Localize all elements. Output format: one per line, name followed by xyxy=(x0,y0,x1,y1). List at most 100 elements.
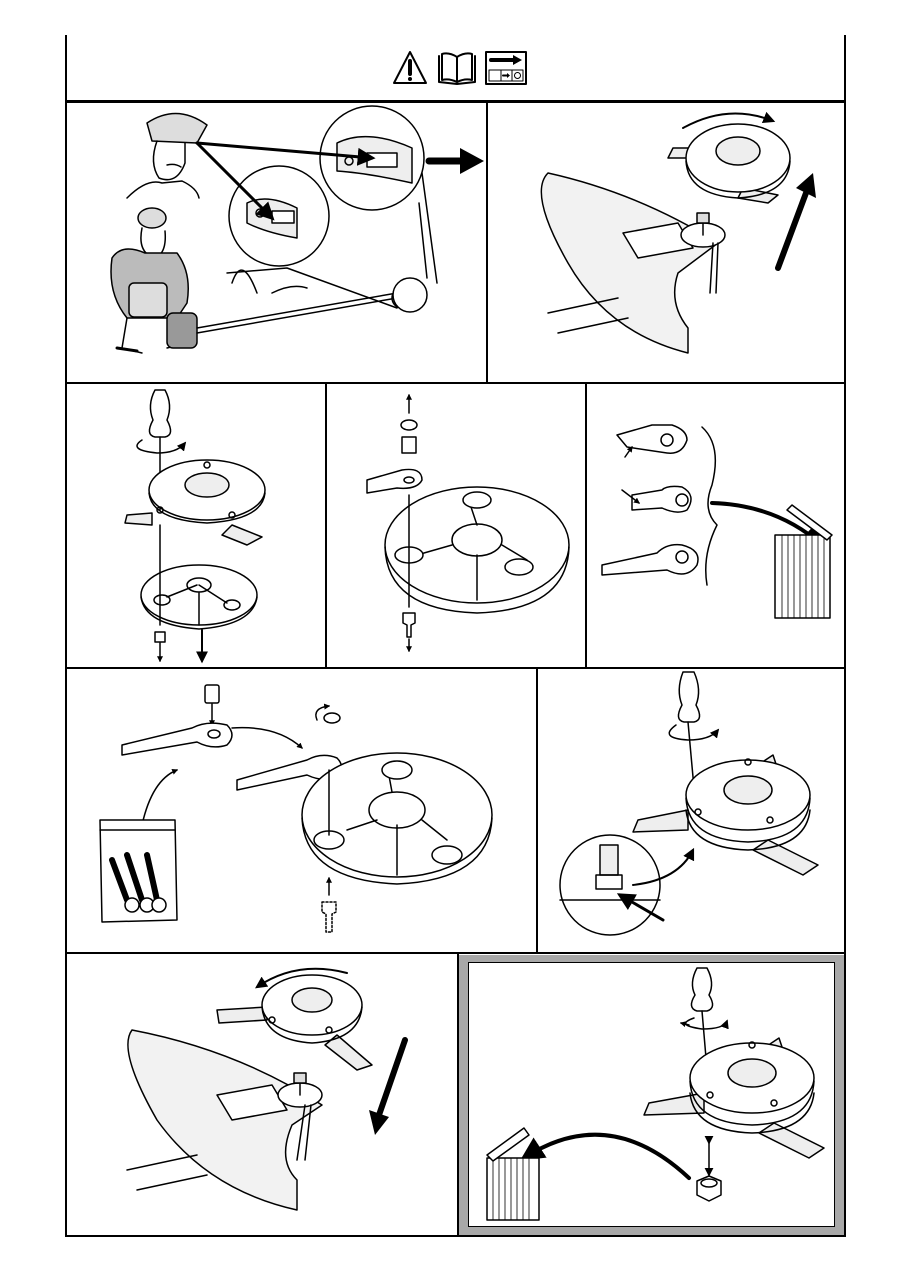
illustration-stroke xyxy=(431,845,463,865)
illustration-stroke xyxy=(141,769,179,826)
panel-inspect-blade-guard xyxy=(67,103,486,382)
illustration-stroke xyxy=(621,489,640,504)
panel-discard-worn-blades xyxy=(587,385,844,667)
illustration-stroke xyxy=(228,511,236,519)
rotate-arrow-icon xyxy=(668,724,720,741)
illustration-stroke xyxy=(156,506,164,514)
illustration-stroke xyxy=(324,1034,373,1071)
illustration-stroke xyxy=(685,160,791,199)
panel-remove-blade-disc xyxy=(488,103,844,382)
col-divider-r4 xyxy=(457,953,459,1236)
illustration-stroke xyxy=(166,584,228,626)
panel-replace-nut-inner xyxy=(468,962,835,1227)
blade-guard-illustration xyxy=(540,172,719,354)
illustration-stroke xyxy=(408,77,412,81)
washer-icon xyxy=(323,712,341,724)
illustration-stroke xyxy=(293,1072,307,1084)
illustration-stroke xyxy=(675,493,689,507)
illustration-stroke xyxy=(137,207,167,229)
illustration-stroke xyxy=(124,897,140,913)
read-manual-book-icon xyxy=(438,52,476,85)
illustration-stroke xyxy=(660,433,674,447)
illustration-stroke xyxy=(369,1110,389,1135)
illustration-stroke xyxy=(770,1099,778,1107)
col-divider-r3 xyxy=(536,668,538,953)
col-divider-r1 xyxy=(486,101,488,383)
illustration-stroke xyxy=(685,809,811,851)
warning-triangle-icon xyxy=(393,51,427,84)
illustration-stroke xyxy=(184,472,230,498)
illustration-stroke xyxy=(151,897,167,913)
blade-disc-illustration xyxy=(667,123,791,204)
row-divider-1 xyxy=(65,382,846,384)
illustration-stroke xyxy=(346,764,448,876)
illustration-stroke xyxy=(186,577,212,593)
row-divider-3 xyxy=(65,952,846,954)
illustration-stroke xyxy=(315,703,331,721)
illustration-stroke xyxy=(216,1006,268,1024)
illustration-stroke xyxy=(694,808,702,816)
blade-disc-illustration xyxy=(643,1037,825,1159)
arrow-down-icon xyxy=(376,1037,408,1118)
illustration-stroke xyxy=(492,1157,530,1221)
illustration-stroke xyxy=(679,1021,690,1028)
header-icons xyxy=(393,50,533,86)
arrow-curved-icon xyxy=(519,1132,691,1180)
illustration-stroke xyxy=(632,847,695,886)
spare-blade-bag-icon xyxy=(99,819,178,923)
panel-fit-new-blade xyxy=(67,670,536,952)
illustration-stroke xyxy=(599,844,619,876)
worn-blade-icon xyxy=(601,424,699,576)
illustration-stroke xyxy=(696,212,710,224)
blade-icon xyxy=(366,468,423,494)
header-divider xyxy=(65,100,846,103)
pointer-arrow-icon xyxy=(195,141,275,221)
illustration-stroke xyxy=(403,476,415,484)
illustration-stroke xyxy=(462,491,492,509)
illustration-stroke xyxy=(700,1178,718,1188)
trimmer-illustration xyxy=(166,269,413,349)
illustration-stroke xyxy=(392,277,428,313)
pointer-arrow-icon xyxy=(616,893,665,922)
illustration-stroke xyxy=(166,163,182,168)
illustration-stroke xyxy=(221,524,263,546)
bolt-icon xyxy=(321,901,337,933)
illustration-stroke xyxy=(261,1006,363,1044)
illustration-stroke xyxy=(774,534,831,619)
illustration-stroke xyxy=(723,775,773,805)
illustration-stroke xyxy=(796,173,816,198)
illustration-stroke xyxy=(643,1092,705,1116)
illustration-stroke xyxy=(115,346,139,353)
illustration-stroke xyxy=(748,1041,756,1049)
illustration-stroke xyxy=(706,1091,714,1099)
illustration-stroke xyxy=(196,292,398,329)
illustration-stroke xyxy=(624,446,633,458)
panel-unscrew-blade xyxy=(67,385,325,667)
illustration-stroke xyxy=(268,1016,276,1024)
illustration-stroke xyxy=(786,504,833,541)
illustration-stroke xyxy=(207,729,221,739)
frame-right xyxy=(844,35,846,1237)
illustration-stroke xyxy=(547,297,629,334)
illustration-stroke xyxy=(416,494,528,601)
screwdriver-icon xyxy=(677,671,701,723)
illustration-stroke xyxy=(504,558,534,576)
illustration-stroke xyxy=(616,424,688,454)
illustration-stroke xyxy=(622,222,694,259)
blade-disc-illustration xyxy=(216,974,373,1071)
rotate-arrow-icon xyxy=(136,439,187,454)
col-divider-r2b xyxy=(585,383,587,668)
illustration-stroke xyxy=(152,140,186,181)
illustration-stroke xyxy=(631,485,692,513)
washer-icon xyxy=(400,419,418,431)
illustration-stroke xyxy=(486,1157,540,1221)
illustration-stroke xyxy=(124,512,153,526)
bolt-icon xyxy=(402,612,416,638)
illustration-stroke xyxy=(325,1026,333,1034)
illustration-stroke xyxy=(146,112,208,144)
rotate-arrow-icon xyxy=(682,111,776,129)
nut-icon xyxy=(154,631,166,643)
illustration-stroke xyxy=(781,534,825,619)
illustration-stroke xyxy=(223,599,241,611)
illustration-stroke xyxy=(203,461,211,469)
